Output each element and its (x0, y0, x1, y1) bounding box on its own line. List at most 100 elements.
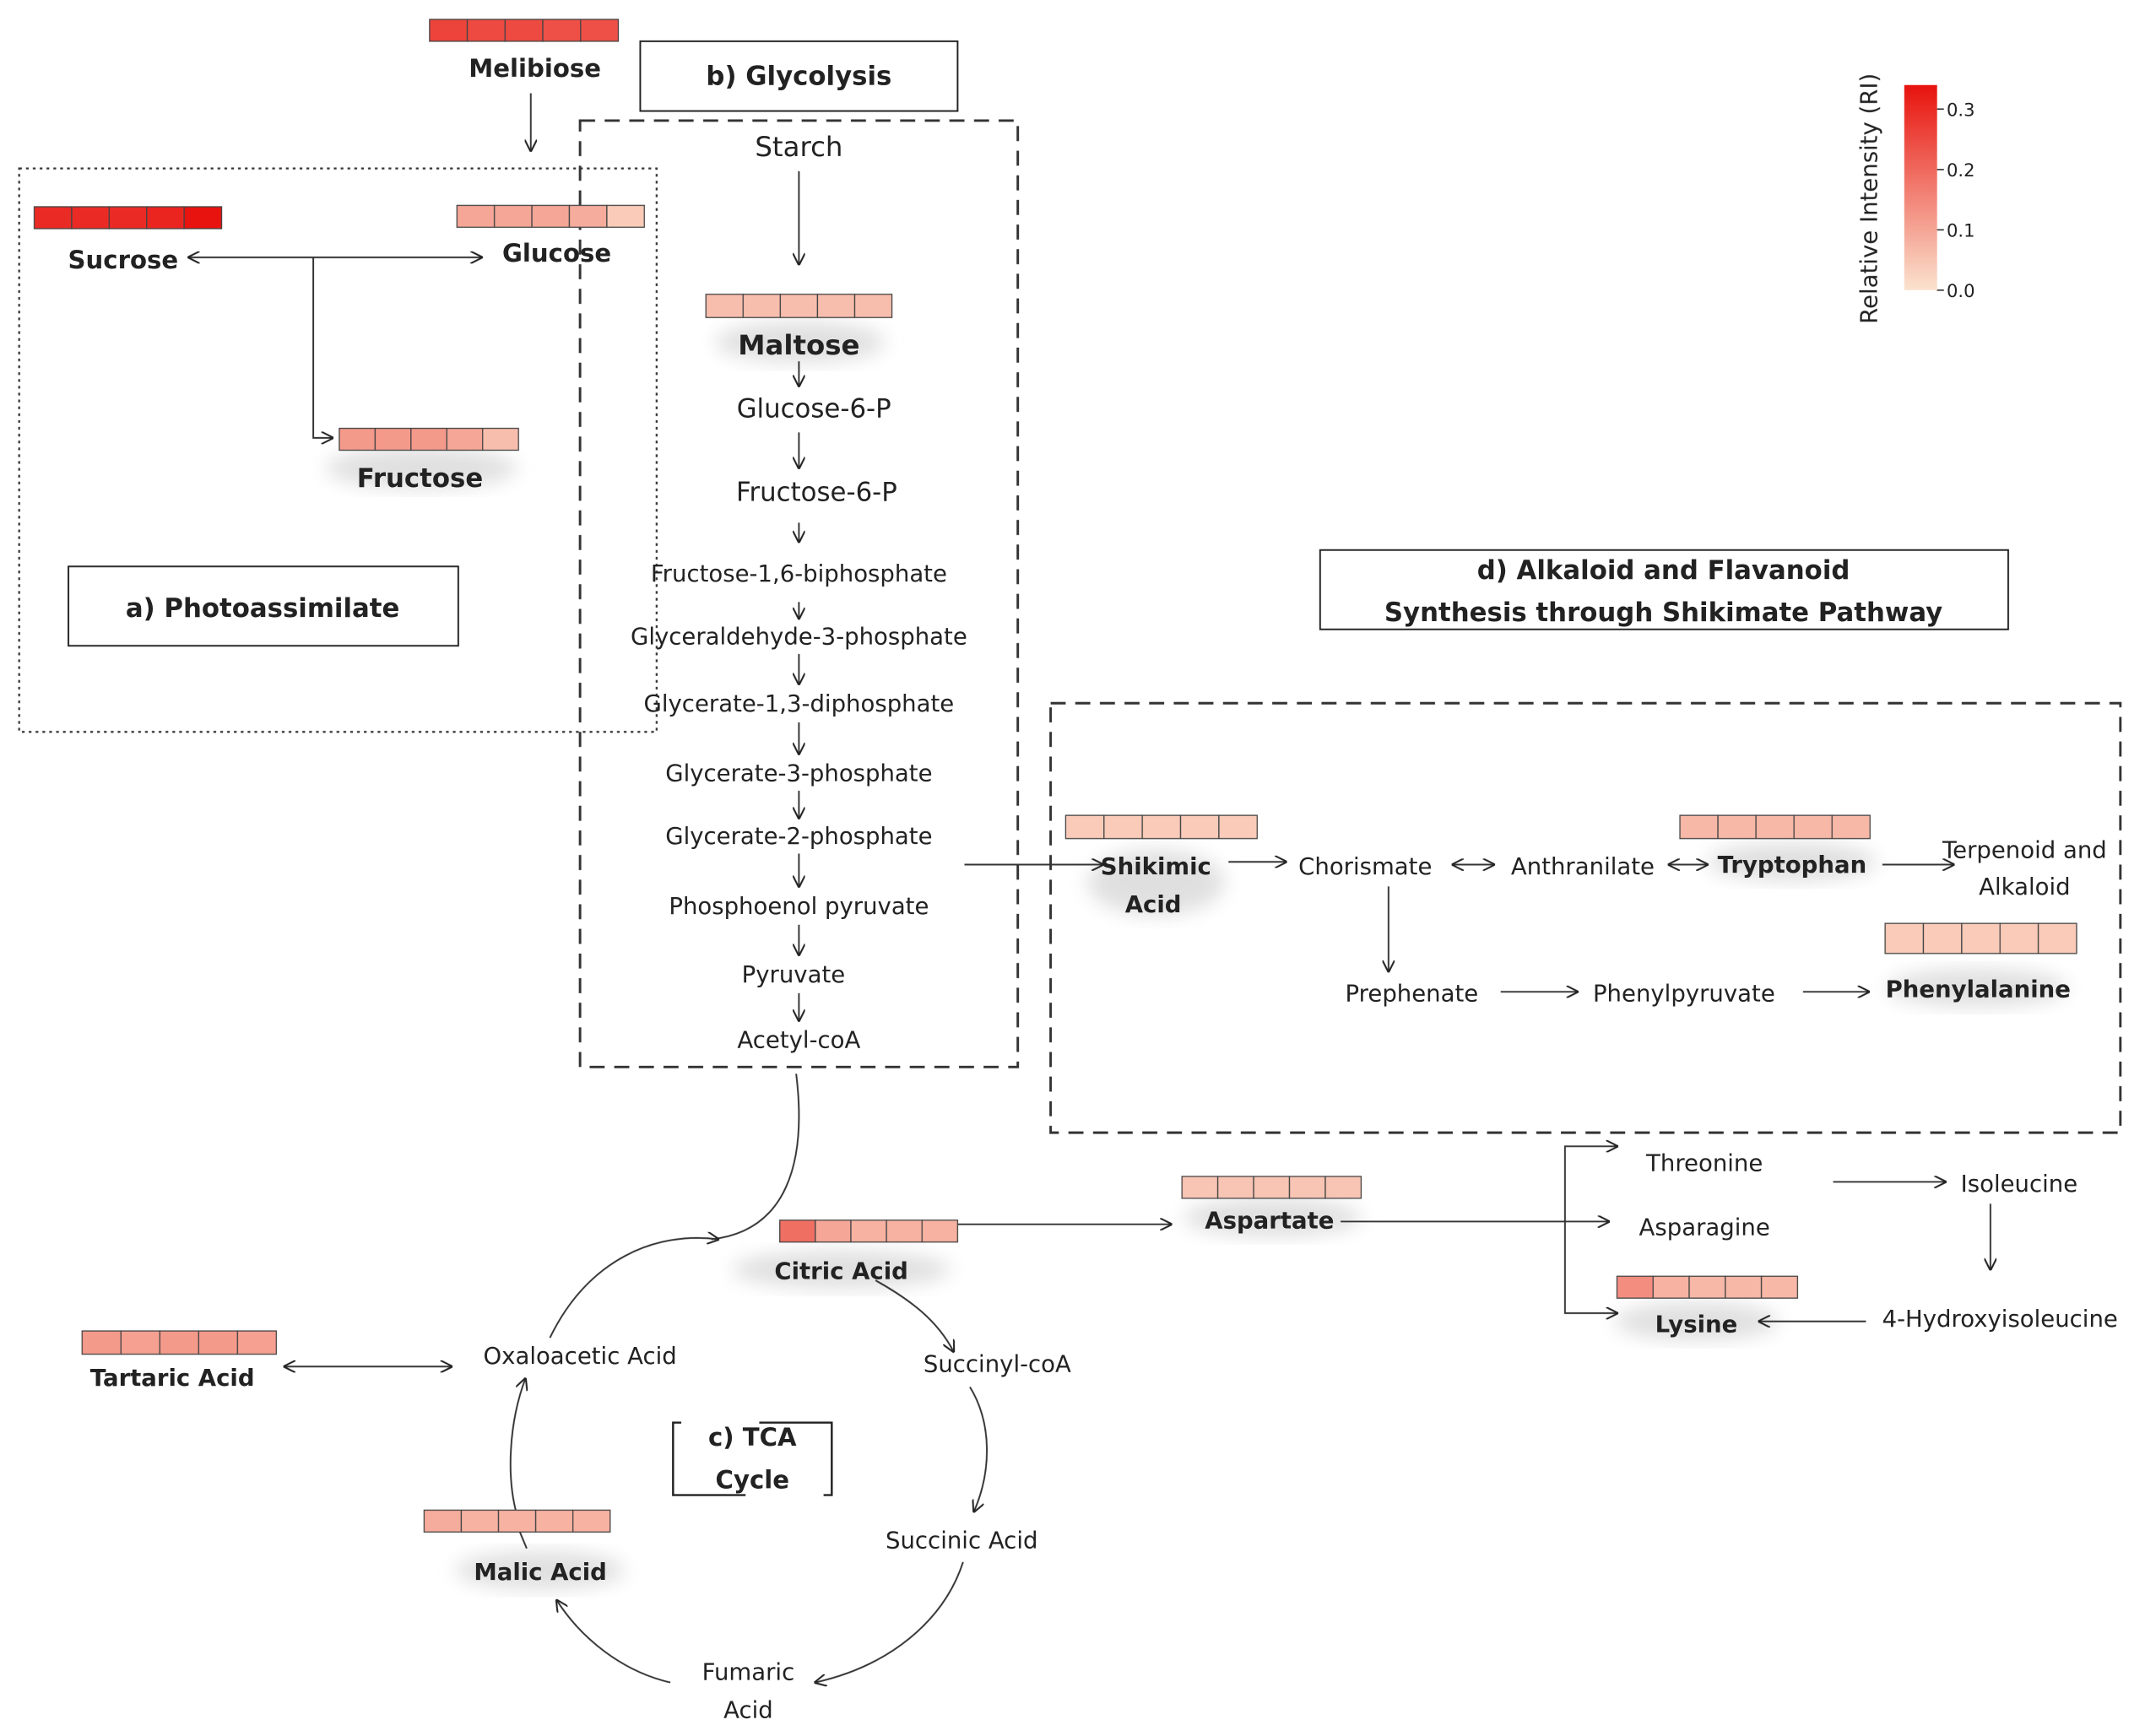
heatmap-cell (429, 19, 469, 42)
label-succinic-acid: Succinic Acid (886, 1528, 1037, 1555)
heatmap-malic-acid (423, 1509, 611, 1533)
shikimate-title-line-1: d) Alkaloid and Flavanoid (1477, 555, 1850, 586)
label-tryptophan: Tryptophan (1718, 852, 1867, 879)
label-glycerate-2-phosphate: Glycerate-2-phosphate (665, 823, 932, 850)
arrow-citric-succinylcoa (875, 1279, 953, 1351)
heatmap-cell (497, 1509, 537, 1533)
heatmap-cell (1288, 1176, 1326, 1199)
heatmap-cell (572, 1509, 611, 1533)
heatmap-cell (1961, 922, 2001, 955)
arrow-malic-oxaloacetic (509, 1379, 526, 1517)
label-4-hydroxyisoleucine: 4-Hydroxyisoleucine (1882, 1306, 2118, 1333)
heatmap-cell (1831, 814, 1871, 840)
label-chorismate: Chorismate (1298, 853, 1432, 880)
heatmap-tartaric-acid (81, 1330, 277, 1355)
heatmap-cell (534, 1509, 574, 1533)
arrow-aspartate-threonine (1563, 1146, 1617, 1222)
heatmap-citric-acid (779, 1220, 959, 1243)
heatmap-cell (1793, 814, 1833, 840)
heatmap-cell (568, 204, 608, 228)
heatmap-glucose (456, 204, 645, 228)
heatmap-cell (1141, 814, 1182, 840)
label-shikimic-acid-line-2: Acid (1125, 891, 1182, 918)
heatmap-cell (853, 294, 893, 318)
heatmap-cell (1179, 814, 1220, 840)
label-threonine: Threonine (1645, 1149, 1763, 1176)
legend-tick-label: 0.0 (1947, 280, 1974, 301)
heatmap-cell (446, 427, 484, 452)
label-shikimic-acid-line-1: Shikimic (1101, 853, 1211, 880)
label-citric-acid: Citric Acid (774, 1257, 907, 1284)
label-prephenate: Prephenate (1346, 981, 1479, 1008)
heatmap-cell (779, 1220, 816, 1243)
heatmap-cell (816, 294, 856, 318)
heatmap-fructose (339, 427, 519, 452)
heatmap-cell (1679, 814, 1719, 840)
heatmap-sucrose (33, 206, 223, 230)
label-malic-acid: Malic Acid (474, 1559, 607, 1586)
label-maltose: Maltose (738, 329, 859, 361)
label-phosphoenol-pyruvate: Phosphoenol pyruvate (669, 893, 929, 920)
heatmap-cell (374, 427, 412, 452)
heatmap-cell (410, 427, 447, 452)
heatmap-cell (1064, 814, 1105, 840)
heatmap-cell (456, 204, 496, 228)
label-glyceraldehyde-3-phosphate: Glyceraldehyde-3-phosphate (631, 624, 967, 651)
label-asparagine: Asparagine (1639, 1214, 1770, 1241)
heatmap-cell (580, 19, 620, 42)
heatmap-cell (1216, 1176, 1254, 1199)
heatmap-cell (339, 427, 376, 452)
label-succinyl-coa: Succinyl-coA (924, 1351, 1071, 1378)
label-aspartate: Aspartate (1205, 1208, 1334, 1235)
label-tartaric-acid: Tartaric Acid (90, 1365, 255, 1392)
heatmap-cell (504, 19, 544, 42)
label-glucose: Glucose (502, 239, 611, 268)
heatmap-cell (542, 19, 582, 42)
label-phenylalanine: Phenylalanine (1886, 976, 2071, 1003)
heatmap-cell (198, 1330, 238, 1355)
glycolysis-title-box (639, 40, 959, 112)
heatmap-cell (146, 206, 185, 230)
heatmap-shikimic-acid (1064, 814, 1258, 840)
heatmap-cell (779, 294, 819, 318)
heatmap-melibiose (429, 19, 620, 42)
arrow-succinylcoa-succinic (969, 1386, 989, 1511)
legend-tick-label: 0.2 (1947, 160, 1974, 181)
label-melibiose: Melibiose (469, 54, 601, 83)
connector-malic (518, 1531, 528, 1549)
heatmap-cell (236, 1330, 277, 1355)
photoassimilate-title-box (68, 565, 459, 647)
heatmap-cell (705, 294, 744, 318)
heatmap-cell (2037, 922, 2077, 955)
heatmap-cell (108, 206, 148, 230)
heatmap-cell (1922, 922, 1963, 955)
label-acetyl-coa: Acetyl-coA (737, 1027, 860, 1054)
shikimate-title-box (1319, 549, 2009, 630)
pathway-arrows (189, 93, 1991, 1682)
heatmap-cell (423, 1509, 463, 1533)
label-fructose-16-biphosphate: Fructose-1,6-biphosphate (651, 560, 947, 587)
heatmap-cell (1760, 1275, 1799, 1299)
label-glycerate-13-diphosphate: Glycerate-1,3-diphosphate (644, 690, 955, 717)
label-shadows (325, 322, 2067, 1590)
heatmap-aspartate (1181, 1176, 1362, 1199)
shikimate-title-line-2: Synthesis through Shikimate Pathway (1384, 598, 1942, 628)
arrow-fumaric-malic (557, 1600, 671, 1684)
label-fumaric-acid-line-1: Fumaric (702, 1658, 795, 1685)
arrow-acetylcoa-tca (711, 1074, 800, 1241)
label-sucrose: Sucrose (68, 246, 179, 274)
label-oxaloacetic-acid: Oxaloacetic Acid (483, 1343, 676, 1370)
photoassimilate-section (18, 167, 658, 733)
label-lysine: Lysine (1655, 1311, 1738, 1339)
heatmap-tryptophan (1679, 814, 1871, 840)
heatmap-cell (482, 427, 519, 452)
legend-ticks: 0.00.10.20.3 (1936, 99, 1975, 301)
glycolysis-section (578, 119, 1020, 1068)
heatmap-cell (1616, 1275, 1654, 1299)
label-terpenoid-line-1: Terpenoid and (1942, 836, 2107, 863)
legend-color-bar (1904, 84, 1937, 290)
shikimate-section (1049, 701, 2122, 1134)
label-glucose-6-p: Glucose-6-P (737, 394, 891, 425)
heatmap-cell (1999, 922, 2039, 955)
